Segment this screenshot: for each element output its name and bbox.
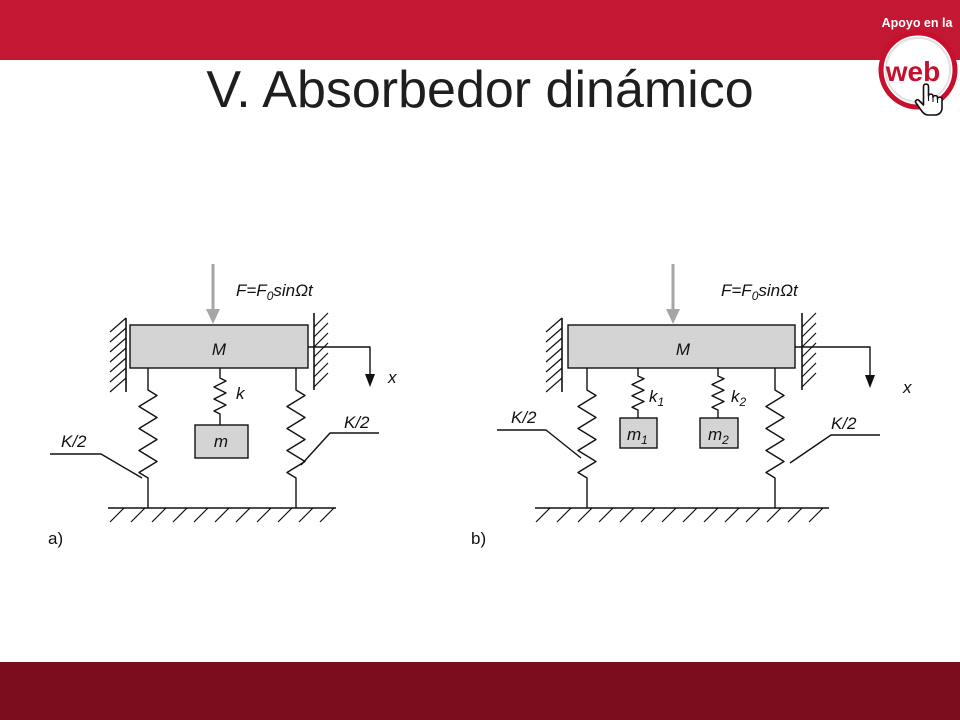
absorber-mass-1-b [619,417,658,449]
slide-title: V. Absorbedor dinámico [206,61,754,119]
absorber-mass-2-b [699,417,739,449]
displacement-arrow-a [308,346,371,375]
absorber-mass-1-symbol: m [627,425,641,444]
displacement-arrow-head-a [365,374,375,387]
spring-left-b [577,368,597,508]
force-arrow-head-a [206,309,220,324]
ground-hatching-a [109,507,335,523]
spring-left-label-a: K/2 [61,432,87,451]
spring-left-leader-b [497,429,582,459]
displacement-label-b: x [902,378,912,397]
absorber-mass-a [194,424,249,459]
spring-right-a [286,368,306,508]
spring-right-label-b: K/2 [831,414,857,433]
main-mass-b [567,324,796,369]
force-label-b-subscript: 0 [752,289,759,303]
absorber-spring-a [213,368,227,425]
spring-right-leader-a [300,432,379,466]
force-label-a-main: F=F [236,281,268,300]
absorber-mass-2-symbol: m [708,425,722,444]
force-arrow-head-b [666,309,680,324]
bottom-band [0,662,960,720]
absorber-spring-2-subscript: 2 [739,395,747,409]
logo-word: web [885,56,940,87]
absorber-spring-1-subscript: 1 [658,395,665,409]
left-wall-hatching-a [109,317,127,393]
right-wall-hatching-a [313,312,329,388]
absorber-spring-1-label-b: k1 [649,387,664,409]
absorber-spring-1-symbol: k [649,387,659,406]
absorber-mass-2-label-b: m2 [708,425,729,447]
force-label-b: F=F0sinΩt [721,281,799,303]
diagram-label-a: a) [48,529,63,548]
absorber-spring-1-b [631,368,645,418]
top-band [0,0,960,60]
absorber-mass-2-subscript: 2 [721,433,729,447]
force-label-b-main: F=F [721,281,753,300]
main-mass-label-b: M [676,340,691,359]
displacement-label-a: x [387,368,397,387]
force-label-a: F=F0sinΩt [236,281,314,303]
absorber-spring-2-b [711,368,725,418]
displacement-arrow-head-b [865,375,875,388]
absorber-spring-label-a: k [236,384,246,403]
absorber-mass-1-subscript: 1 [641,433,648,447]
diagram-a: F=F0sinΩt M x k m K/2 K/2 [48,264,397,548]
spring-left-leader-a [50,453,143,479]
pointer-hand-knuckles [927,96,939,103]
right-wall-hatching-b [801,312,817,388]
left-wall-hatching-b [545,317,563,393]
force-label-a-tail: sinΩt [273,281,314,300]
main-mass-a [129,324,309,369]
absorber-mass-label-a: m [214,432,228,451]
force-label-b-tail: sinΩt [758,281,799,300]
logo-caption: Apoyo en la [882,16,954,30]
diagram-label-b: b) [471,529,486,548]
spring-left-a [138,368,158,508]
absorber-mass-1-label-b: m1 [627,425,648,447]
main-mass-label-a: M [212,340,227,359]
absorber-spring-2-label-b: k2 [731,387,747,409]
displacement-arrow-b [795,346,871,376]
force-label-a-subscript: 0 [267,289,274,303]
pointer-hand-icon [914,83,943,116]
logo: Apoyo en la web [878,16,958,116]
spring-right-leader-b [789,434,880,464]
diagram-b: F=F0sinΩt M x k1 m1 k2 m2 [471,264,912,548]
spring-right-label-a: K/2 [344,413,370,432]
spring-right-b [765,368,785,508]
absorber-spring-2-symbol: k [731,387,741,406]
spring-left-label-b: K/2 [511,408,537,427]
ground-hatching-b [535,507,824,523]
